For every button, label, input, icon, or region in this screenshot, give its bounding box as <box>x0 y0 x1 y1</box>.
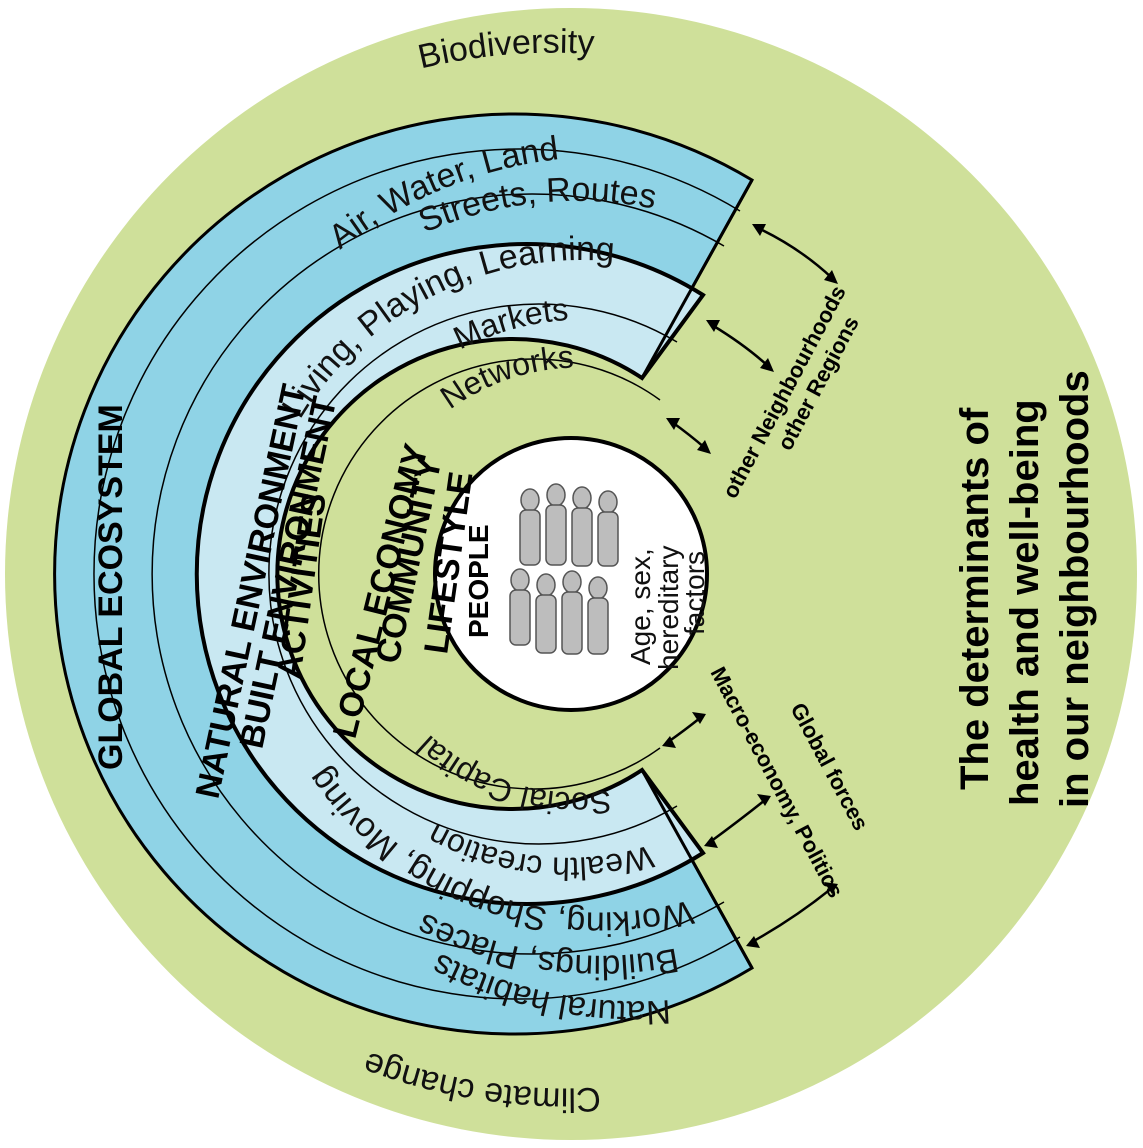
boundary-activities <box>151 193 725 955</box>
wedge-edge-lower <box>640 769 754 969</box>
boundary-community <box>268 303 678 845</box>
people-silhouettes-icon <box>509 483 619 655</box>
title-line-1: The determinants of <box>953 407 997 790</box>
title-line-3: in our neighbourhoods <box>1053 370 1097 808</box>
core-hereditary: hereditary <box>653 545 684 670</box>
arrows-neighbourhoods <box>666 224 838 454</box>
core-title-people: PEOPLE <box>463 524 494 638</box>
boundary-lifestyle <box>317 358 661 790</box>
ring-local-economy <box>194 242 706 906</box>
arrows-macro-economy <box>662 712 838 948</box>
core-age-sex: Age, sex, <box>625 548 656 665</box>
title-line-2: health and well-being <box>1003 399 1047 806</box>
title-global-ecosystem: GLOBAL ECOSYSTEM <box>92 404 130 770</box>
wedge-edge-upper <box>640 179 754 379</box>
boundary-built <box>93 148 741 1000</box>
core-factors: factors <box>679 551 710 635</box>
